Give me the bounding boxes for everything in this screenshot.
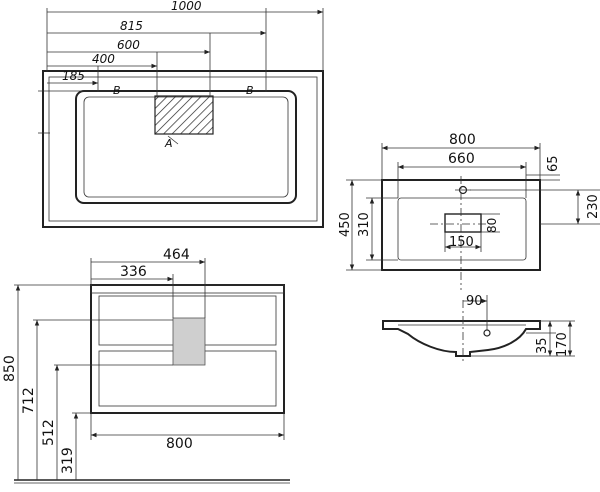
- plan-offset-65: 65: [546, 155, 561, 172]
- front-dim-464: 464: [163, 247, 190, 263]
- top-view-inner-frame: [48, 76, 318, 222]
- top-view-outer-frame: [42, 70, 324, 228]
- top-view: 1000 815 600 400 185 B B A: [38, 0, 324, 228]
- section-b-right: B: [246, 84, 254, 97]
- cabinet-top: [90, 284, 285, 294]
- height-512: 512: [41, 419, 57, 446]
- section-rim-35: 35: [535, 337, 550, 354]
- plan-depth-310: 310: [357, 212, 372, 237]
- basin-section-profile: [382, 320, 541, 357]
- plan-depth-450: 450: [338, 212, 353, 237]
- dim-185: 185: [62, 69, 85, 83]
- section-height-170: 170: [555, 332, 570, 357]
- basin-plan-bowl: [397, 197, 527, 261]
- cutout-depth-80: 80: [485, 218, 499, 233]
- plan-tap-offset-230: 230: [586, 194, 600, 219]
- top-view-hatched-section: [154, 95, 214, 135]
- plan-width-660: 660: [448, 151, 475, 167]
- basin-cutout: [444, 213, 482, 233]
- dim-1000: 1000: [171, 0, 202, 13]
- basin-plan-view: 800 660 65 450 310 230 80 150: [338, 132, 600, 290]
- front-view: 464 336 800 850 712 512 319: [2, 247, 290, 484]
- basin-section-view: 90 35 170: [382, 294, 575, 362]
- section-drain-90: 90: [466, 294, 483, 309]
- height-850: 850: [2, 355, 18, 382]
- front-dim-336: 336: [120, 264, 147, 280]
- drain-hole: [483, 329, 491, 337]
- top-view-basin-outer: [75, 90, 297, 204]
- section-a: A: [164, 137, 173, 150]
- cutout-width-150: 150: [449, 235, 474, 250]
- dim-600: 600: [117, 38, 140, 52]
- front-width-800: 800: [166, 436, 193, 452]
- height-319: 319: [60, 447, 76, 474]
- siphon-zone: [172, 317, 206, 366]
- section-b-left: B: [113, 84, 121, 97]
- dim-400: 400: [92, 52, 115, 66]
- plan-width-800: 800: [449, 132, 476, 148]
- dim-815: 815: [120, 19, 143, 33]
- height-712: 712: [21, 387, 37, 414]
